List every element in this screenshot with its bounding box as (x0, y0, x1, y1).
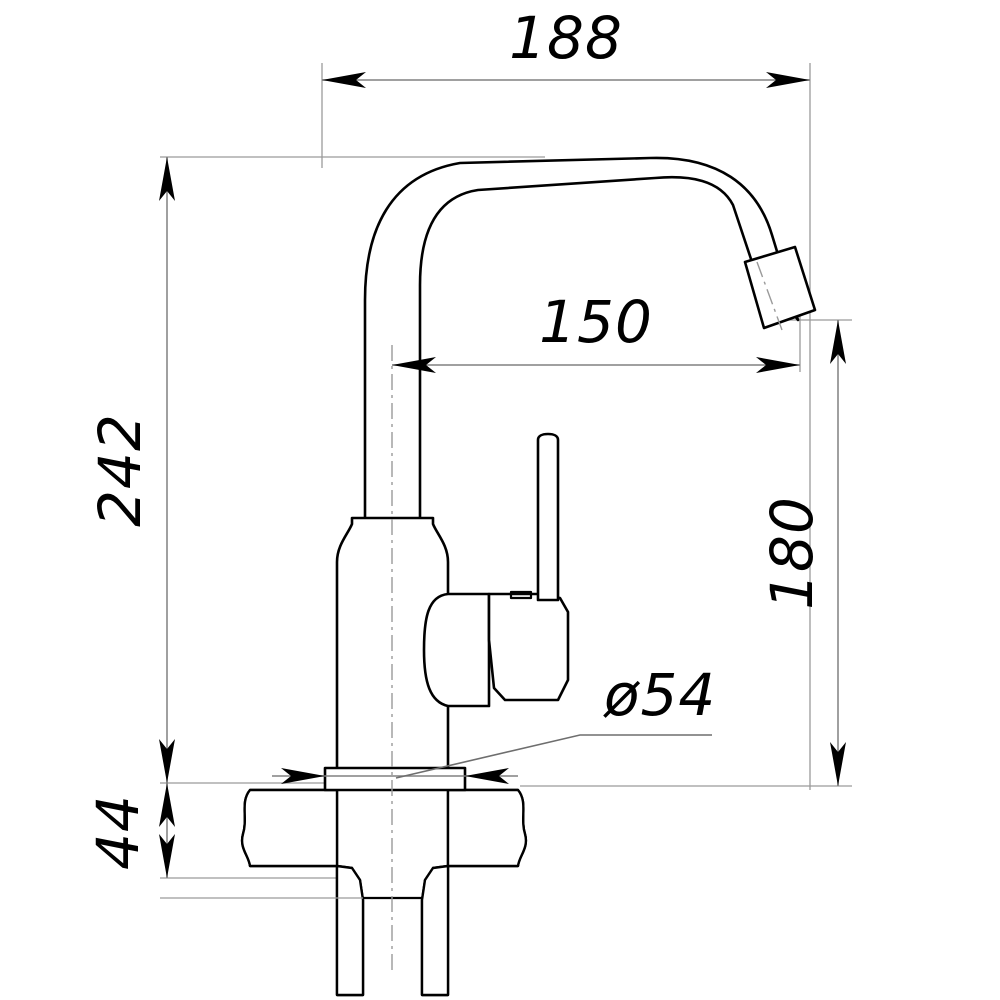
cartridge-cap (422, 432, 570, 708)
dimension-spout-height: 180 (758, 320, 846, 786)
dim-180-text: 180 (758, 496, 826, 610)
dim-44-arrow-bottom (159, 834, 175, 878)
dim-180-arrow-top (830, 320, 846, 364)
dim-54-arrow-left (281, 768, 325, 784)
dim-44-text: 44 (84, 794, 152, 870)
dim-242-text: 242 (86, 413, 154, 527)
countertop-right-edge (446, 788, 528, 868)
dim-150-text: 150 (539, 288, 653, 356)
dim-150-arrow-left (392, 357, 436, 373)
dimension-spout-reach: 150 (392, 288, 800, 373)
dim-188-text: 188 (509, 4, 623, 72)
dim-188-arrow-right (766, 72, 810, 88)
dim-150-arrow-right (756, 357, 800, 373)
dim-242-arrow-top (159, 157, 175, 201)
dim-54-text: ø54 (603, 661, 716, 729)
dimension-overall-width: 188 (322, 4, 810, 88)
dimension-shank-depth: 44 (84, 783, 175, 878)
shank-wall-left-edge (335, 864, 365, 997)
countertop-left-edge (240, 788, 339, 868)
cartridge-cam (422, 592, 491, 708)
aerator-centerline (756, 261, 783, 331)
dim-54-leader (395, 734, 712, 779)
countertop (240, 788, 528, 868)
lever-handle (536, 432, 560, 602)
dimension-base-diameter: ø54 (272, 661, 716, 784)
dim-242-arrow-bottom (159, 739, 175, 783)
aerator (743, 245, 817, 331)
dim-188-arrow-left (322, 72, 366, 88)
dim-180-arrow-bottom (830, 742, 846, 786)
handle-block (487, 592, 570, 702)
dimension-overall-height: 242 (86, 157, 175, 783)
mounting-flange (323, 766, 467, 792)
threaded-shank (160, 864, 450, 997)
dim-44-arrow-top (159, 783, 175, 827)
mounting-flange-plate (323, 766, 467, 792)
aerator-body (743, 245, 817, 330)
dim-54-arrow-right (465, 768, 509, 784)
shank-wall-right-edge (420, 864, 450, 997)
handle-index-tab (509, 590, 533, 600)
